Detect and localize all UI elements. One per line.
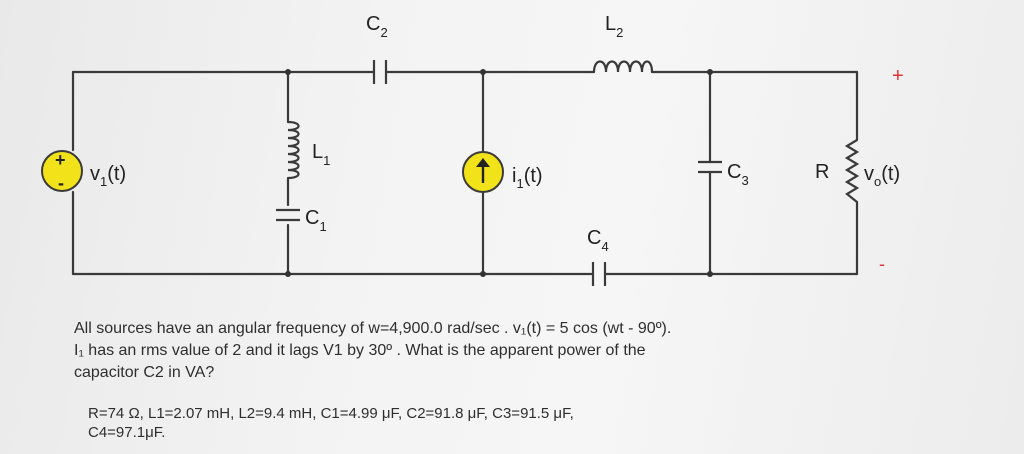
junction-dots [285, 69, 713, 277]
values-line-2: C4=97.1μF. [88, 424, 166, 441]
capacitor-c4 [591, 262, 607, 286]
label-r: R [815, 161, 829, 183]
resistor-r [844, 139, 860, 203]
label-c3: C3 [727, 161, 749, 188]
capacitor-c2 [372, 60, 388, 84]
label-c4: C4 [587, 227, 609, 254]
label-l2: L2 [605, 13, 623, 40]
source-plus-sign: + [55, 150, 66, 170]
label-vo: vo(t) [864, 163, 900, 189]
values-line-1: R=74 Ω, L1=2.07 mH, L2=9.4 mH, C1=4.99 μ… [88, 405, 574, 422]
current-source-i1 [462, 151, 504, 193]
capacitor-c1 [276, 208, 300, 222]
question-line-2: I₁ has an rms value of 2 and it lags V1 … [74, 342, 646, 359]
inductor-l1 [287, 120, 300, 180]
label-c2: C2 [366, 13, 388, 40]
question-line-1: All sources have an angular frequency of… [74, 320, 672, 337]
voltage-source-v1 [41, 150, 83, 192]
label-v1: v1(t) [90, 163, 126, 189]
source-minus-sign: - [58, 173, 64, 193]
capacitor-c3 [698, 160, 722, 174]
component-values: R=74 Ω, L1=2.07 mH, L2=9.4 mH, C1=4.99 μ… [88, 404, 788, 442]
question-line-3: capacitor C2 in VA? [74, 364, 215, 381]
output-minus-sign: - [879, 254, 885, 274]
label-c1: C1 [305, 207, 327, 234]
output-plus-sign: + [892, 65, 904, 87]
inductor-l2 [592, 60, 654, 73]
label-i1: i1(t) [512, 165, 543, 191]
question-text: All sources have an angular frequency of… [74, 318, 794, 384]
circuit-diagram: C2 L2 L1 C1 v1(t) i1(t) C3 C4 R vo(t) + … [41, 13, 904, 286]
label-l1: L1 [312, 141, 330, 168]
